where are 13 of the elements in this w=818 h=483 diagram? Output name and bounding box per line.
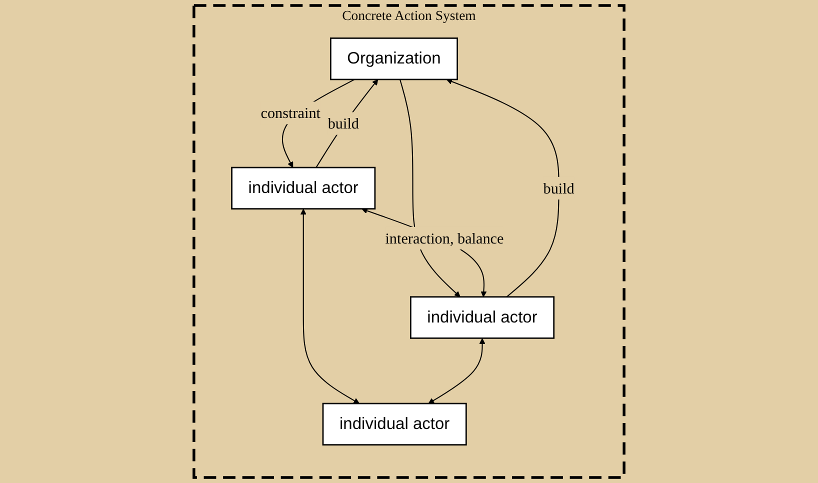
arrow	[300, 208, 360, 404]
arrow	[428, 338, 486, 404]
edge-label: build	[543, 180, 574, 197]
node-box: individual actor	[231, 166, 376, 210]
node-box: individual actor	[410, 296, 555, 339]
edge-label: interaction, balance	[385, 230, 504, 247]
arrow	[316, 79, 378, 168]
arrow	[400, 79, 460, 298]
node-box: Organization	[330, 38, 458, 80]
arrow	[446, 78, 560, 298]
edge-label: build	[328, 114, 359, 132]
node-box: individual actor	[322, 402, 467, 446]
edge-label: constraint	[260, 104, 320, 122]
